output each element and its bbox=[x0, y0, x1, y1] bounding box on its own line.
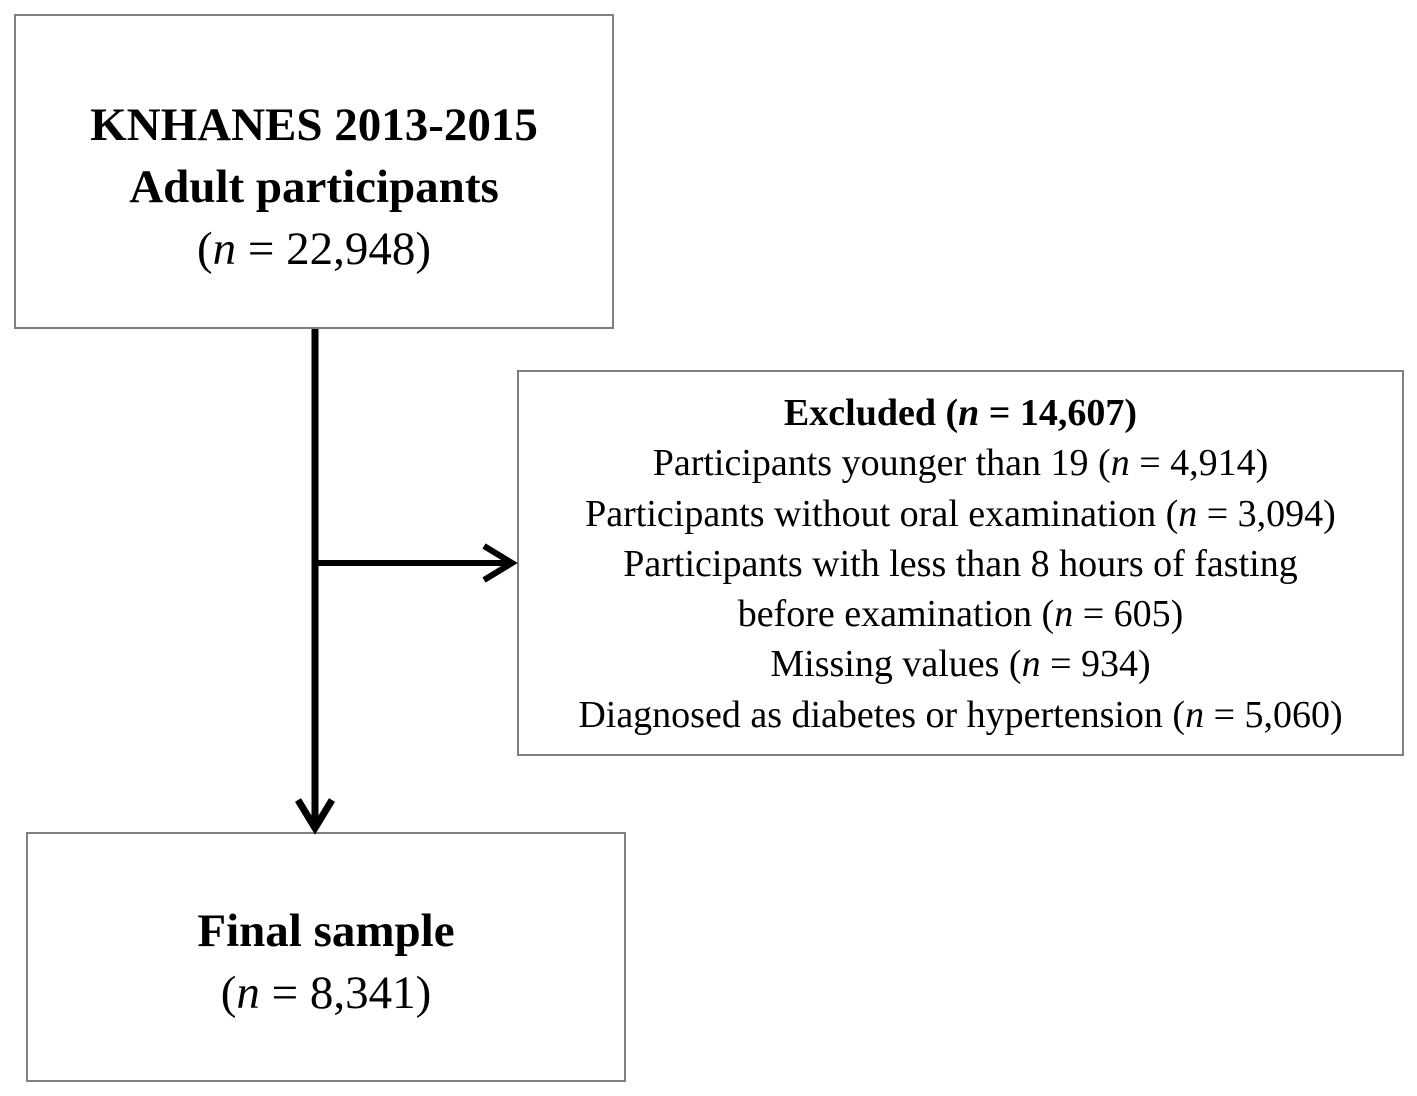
exclusion-item-fasting-line1: Participants with less than 8 hours of f… bbox=[623, 542, 1298, 585]
down-arrowhead bbox=[295, 798, 335, 835]
exclusion-item-diagnosed: Diagnosed as diabetes or hypertension (n… bbox=[578, 693, 1343, 736]
final-sample-title: Final sample bbox=[197, 905, 455, 957]
source-title: KNHANES 2013-2015 bbox=[90, 99, 538, 151]
exclusion-item-fasting-line2: before examination (n = 605) bbox=[737, 593, 1184, 636]
exclusion-item-age: Participants younger than 19 (n = 4,914) bbox=[652, 442, 1269, 485]
right-arrowhead bbox=[482, 543, 518, 583]
exclusion-item-missing: Missing values (n = 934) bbox=[770, 643, 1151, 686]
exclusion-item-oral-exam: Participants without oral examination (n… bbox=[585, 492, 1336, 535]
enrollment-box: KNHANES 2013-2015 Adult participants (n … bbox=[14, 14, 614, 329]
population-label: Adult participants bbox=[129, 161, 499, 213]
final-sample-count: (n = 8,341) bbox=[220, 967, 432, 1019]
excluded-title: Excluded (n = 14,607) bbox=[783, 392, 1138, 434]
excluded-box: Excluded (n = 14,607) Participants young… bbox=[517, 370, 1404, 756]
enrollment-count: (n = 22,948) bbox=[196, 223, 432, 275]
final-sample-box: Final sample (n = 8,341) bbox=[26, 832, 626, 1082]
